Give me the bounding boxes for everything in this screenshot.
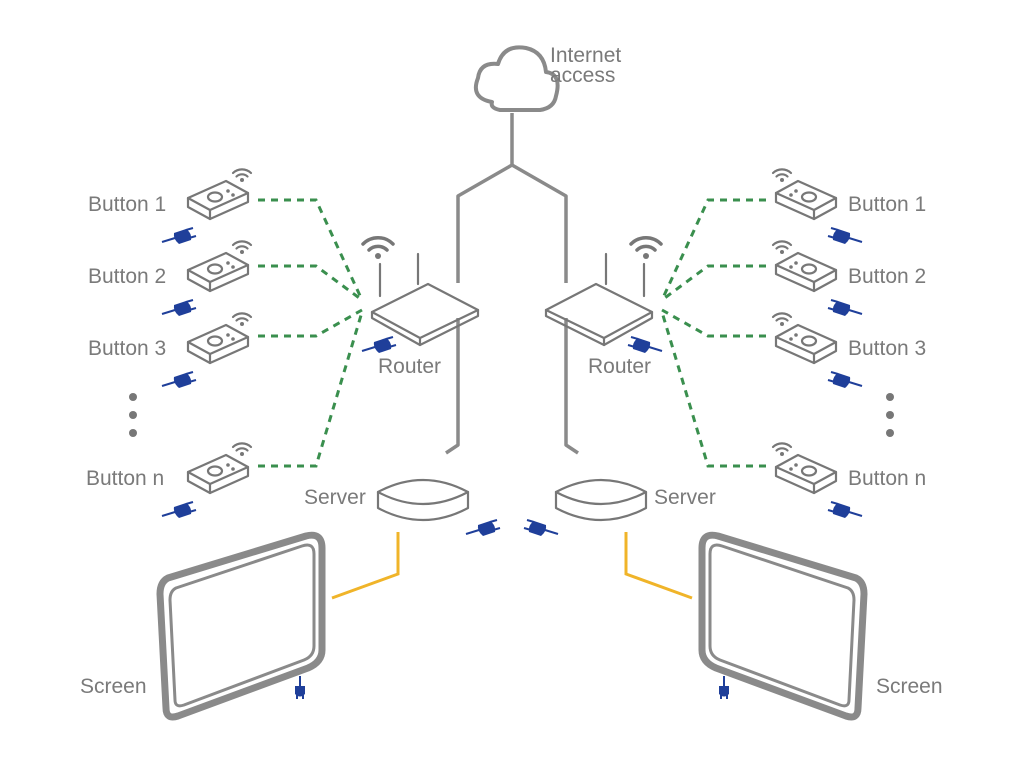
right-button-3-label: Button 3 [848, 337, 926, 360]
left-button-2 [161, 240, 253, 317]
left-video-link [331, 532, 400, 600]
vertical-ellipsis-icon [886, 393, 894, 437]
left-screen-label: Screen [80, 675, 147, 698]
left-server-label: Server [304, 486, 366, 509]
right-router [544, 235, 663, 354]
internet-label-line2: access [550, 64, 615, 87]
left-router [361, 235, 480, 354]
cloud-icon [473, 45, 560, 112]
left-router-label: Router [378, 355, 441, 378]
right-screen [698, 531, 868, 721]
left-button-1 [161, 168, 253, 245]
left-button-n [161, 442, 253, 519]
right-video-link [624, 532, 693, 600]
left-button-n-label: Button n [86, 467, 164, 490]
left-server [376, 478, 501, 537]
right-server [523, 478, 648, 537]
right-wireless-links [660, 198, 766, 468]
right-button-1-label: Button 1 [848, 193, 926, 216]
right-button-n-label: Button n [848, 467, 926, 490]
right-screen-label: Screen [876, 675, 943, 698]
right-server-label: Server [654, 486, 716, 509]
right-router-label: Router [588, 355, 651, 378]
left-button-3-label: Button 3 [88, 337, 166, 360]
left-wireless-links [258, 198, 364, 468]
vertical-ellipsis-icon [129, 393, 137, 437]
left-button-2-label: Button 2 [88, 265, 166, 288]
right-button-2-label: Button 2 [848, 265, 926, 288]
wired-links [445, 113, 579, 455]
left-screen [156, 531, 326, 721]
internet-label-line1: Internet [550, 44, 621, 67]
left-button-1-label: Button 1 [88, 193, 166, 216]
left-button-3 [161, 312, 253, 389]
